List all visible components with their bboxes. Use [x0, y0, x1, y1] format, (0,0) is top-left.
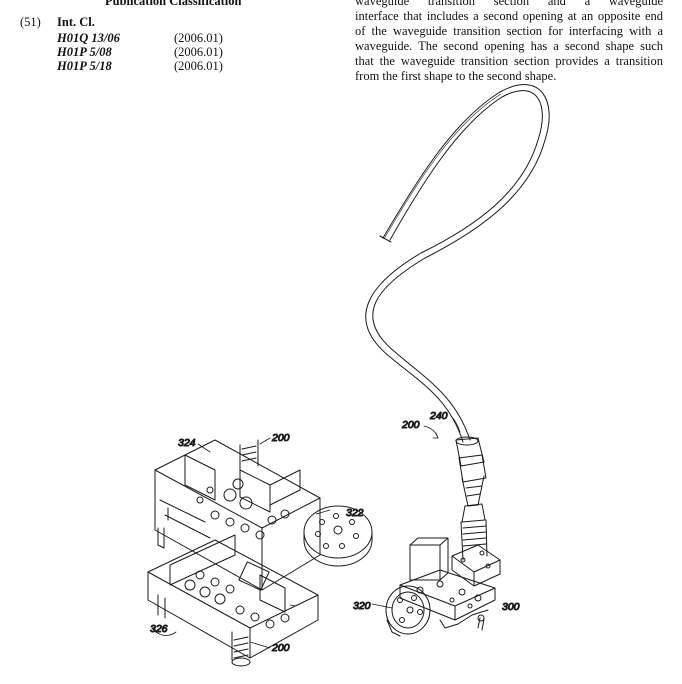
round-plate	[303, 505, 373, 567]
ref-label-200-bottom: 200	[271, 642, 290, 654]
classification-code: H01P 5/08	[57, 45, 112, 59]
abstract-line: from the first shape to the second shape…	[355, 69, 557, 83]
classification-code: H01Q 13/06	[57, 31, 120, 45]
ref-label-322: 322	[346, 507, 364, 519]
flexible-waveguide-cable	[365, 84, 550, 443]
classification-version: (2006.01)	[174, 31, 223, 45]
ref-label-324: 324	[178, 437, 196, 449]
abstract-line: interface that includes a second opening…	[355, 9, 663, 23]
abstract-line: that the waveguide transition section pr…	[355, 54, 663, 68]
ref-label-200-top: 200	[271, 432, 290, 444]
ref-label-320: 320	[353, 600, 371, 612]
flange-cradle-parts	[385, 537, 496, 637]
leader-lines	[151, 415, 461, 649]
abstract-line: of the waveguide transition section for …	[355, 24, 663, 38]
classification-row: H01Q 13/06 (2006.01)	[57, 31, 257, 46]
classification-row: H01P 5/08 (2006.01)	[57, 45, 257, 60]
upper-housing-block	[154, 439, 321, 591]
classification-version: (2006.01)	[174, 45, 223, 59]
ref-label-240: 240	[429, 410, 448, 422]
ref-label-200-assembly: 200	[401, 419, 420, 431]
section-number: (51)	[20, 15, 41, 29]
ref-label-300: 300	[502, 601, 520, 613]
abstract-line: waveguide. The second opening has a seco…	[355, 39, 663, 53]
lower-housing-block	[147, 534, 319, 667]
section-title: Int. Cl.	[57, 15, 95, 29]
classification-heading: Publication Classification	[105, 0, 242, 8]
waveguide-connector-assembly	[451, 436, 501, 587]
abstract-text: waveguide transition section and a waveg…	[355, 0, 663, 84]
classification-row: H01P 5/18 (2006.01)	[57, 59, 257, 74]
abstract-line: waveguide transition section and a waveg…	[355, 0, 663, 8]
classification-code: H01P 5/18	[57, 59, 112, 73]
ref-label-326: 326	[150, 623, 168, 635]
classification-version: (2006.01)	[174, 59, 223, 73]
